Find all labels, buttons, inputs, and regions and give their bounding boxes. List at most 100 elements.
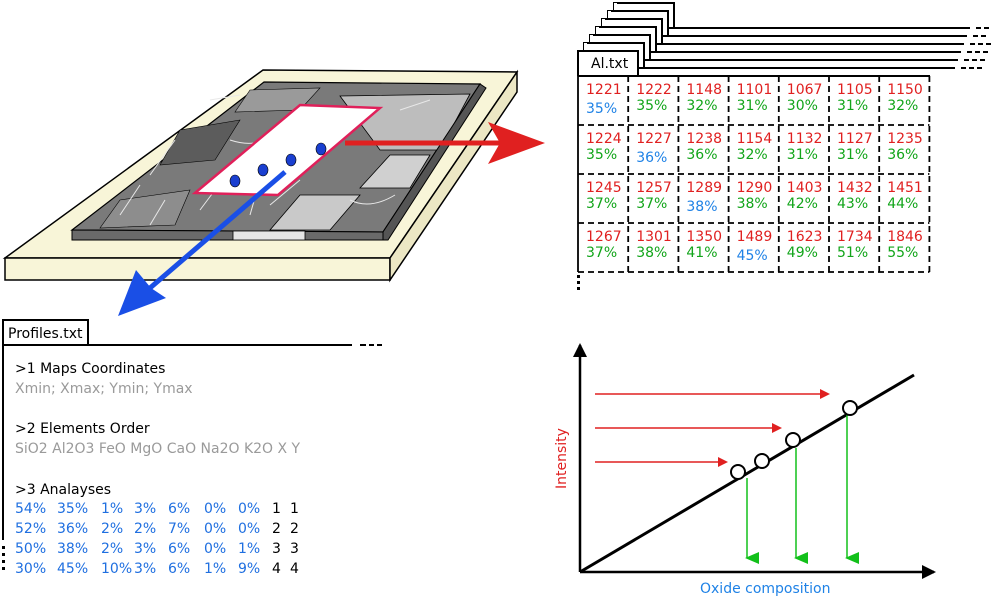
al-cell-count: 1224 <box>586 131 622 147</box>
analysis-value: 35% <box>57 501 88 517</box>
al-cell-count: 1101 <box>737 82 773 98</box>
analysis-x: 2 <box>272 521 281 537</box>
analysis-value: 2% <box>134 521 156 537</box>
al-cell-percent: 35% <box>636 98 667 114</box>
calibration-point <box>730 464 746 480</box>
al-cell-percent: 42% <box>787 196 818 212</box>
al-tab-label: Al.txt <box>591 56 629 72</box>
al-cell-percent: 45% <box>737 248 768 264</box>
al-cell-count: 1432 <box>837 180 873 196</box>
section2-title: >2 Elements Order <box>15 421 150 437</box>
al-cell-percent: 30% <box>787 98 818 114</box>
analysis-y: 3 <box>290 541 299 557</box>
al-cell-count: 1238 <box>686 131 722 147</box>
al-cell-count: 1132 <box>787 131 823 147</box>
calibration-point <box>842 400 858 416</box>
al-cell-percent: 37% <box>586 245 617 261</box>
al-cell-count: 1221 <box>586 82 622 98</box>
al-cell-percent: 44% <box>887 196 918 212</box>
slide-glass-side <box>389 69 518 283</box>
analysis-y: 1 <box>290 501 299 517</box>
al-cell-percent: 38% <box>686 199 717 215</box>
x-axis-label: Oxide composition <box>700 581 831 597</box>
analysis-value: 38% <box>57 541 88 557</box>
al-cell-percent: 41% <box>686 245 717 261</box>
analysis-value: 36% <box>57 521 88 537</box>
al-cell-percent: 43% <box>837 196 868 212</box>
al-cell-percent: 31% <box>837 98 868 114</box>
intensity-arrows <box>595 389 830 467</box>
analysis-value: 2% <box>101 521 123 537</box>
profiles-more-lines <box>2 546 5 570</box>
al-cell-count: 1451 <box>887 180 923 196</box>
analysis-value: 45% <box>57 561 88 577</box>
analysis-point <box>229 174 241 188</box>
al-cell-count: 1403 <box>787 180 823 196</box>
section1-title: >1 Maps Coordinates <box>15 361 165 377</box>
al-cell-count: 1235 <box>887 131 923 147</box>
al-cell-count: 1289 <box>686 180 722 196</box>
al-cell-percent: 55% <box>887 245 918 261</box>
element-map-stack: Al.txt 122135%122235%114832%110131%10673… <box>577 2 991 290</box>
al-cell-percent: 35% <box>586 101 617 117</box>
analysis-points <box>229 142 327 188</box>
analysis-value: 50% <box>15 541 46 557</box>
analysis-point <box>285 153 297 167</box>
analysis-y: 4 <box>290 561 299 577</box>
analysis-value: 54% <box>15 501 46 517</box>
stacked-pages <box>583 2 991 69</box>
analysis-y: 2 <box>290 521 299 537</box>
al-cell-percent: 31% <box>837 147 868 163</box>
analysis-value: 3% <box>134 561 156 577</box>
calibration-point <box>785 432 801 448</box>
analysis-value: 52% <box>15 521 46 537</box>
calibration-point <box>754 453 770 469</box>
thin-section-front <box>71 229 384 241</box>
analysis-value: 30% <box>15 561 46 577</box>
analysis-value: 7% <box>168 521 190 537</box>
analysis-x: 4 <box>272 561 281 577</box>
al-cell-percent: 37% <box>586 196 617 212</box>
al-cell-count: 1127 <box>837 131 873 147</box>
analysis-value: 6% <box>168 561 190 577</box>
analysis-value: 1% <box>101 501 123 517</box>
thin-section-side <box>382 83 487 241</box>
al-cell-count: 1227 <box>636 131 672 147</box>
al-cell-count: 1623 <box>787 229 823 245</box>
al-cell-count: 1290 <box>737 180 773 196</box>
analysis-value: 1% <box>238 541 260 557</box>
selected-map-region <box>191 103 384 197</box>
al-cell-percent: 38% <box>636 245 667 261</box>
al-cell-count: 1245 <box>586 180 622 196</box>
section2-body: SiO2 Al2O3 FeO MgO CaO Na2O K2O X Y <box>15 441 301 457</box>
analysis-value: 0% <box>238 501 260 517</box>
profiles-tab <box>2 319 89 345</box>
al-cell-percent: 36% <box>686 147 717 163</box>
al-cell-count: 1222 <box>636 82 672 98</box>
profiles-tab-label: Profiles.txt <box>8 326 83 342</box>
al-cell-count: 1350 <box>686 229 722 245</box>
analysis-value: 6% <box>168 501 190 517</box>
calibration-plot: Intensity Oxide composition <box>554 343 936 597</box>
al-cell-percent: 37% <box>636 196 667 212</box>
analysis-value: 1% <box>204 561 226 577</box>
composition-arrows <box>745 415 859 564</box>
al-cell-count: 1067 <box>787 82 823 98</box>
al-cell-percent: 32% <box>686 98 717 114</box>
analysis-value: 0% <box>204 541 226 557</box>
al-cell-count: 1257 <box>636 180 672 196</box>
analysis-point <box>257 163 269 177</box>
analysis-value: 6% <box>168 541 190 557</box>
al-cell-percent: 36% <box>636 150 667 166</box>
al-cell-percent: 49% <box>787 245 818 261</box>
al-cell-percent: 51% <box>837 245 868 261</box>
sample-slide <box>2 69 519 283</box>
analysis-point <box>315 142 327 156</box>
slide-glass-front <box>4 257 391 281</box>
al-cell-count: 1734 <box>837 229 873 245</box>
al-cell-count: 1846 <box>887 229 923 245</box>
al-cell-percent: 32% <box>737 147 768 163</box>
analysis-value: 0% <box>204 521 226 537</box>
